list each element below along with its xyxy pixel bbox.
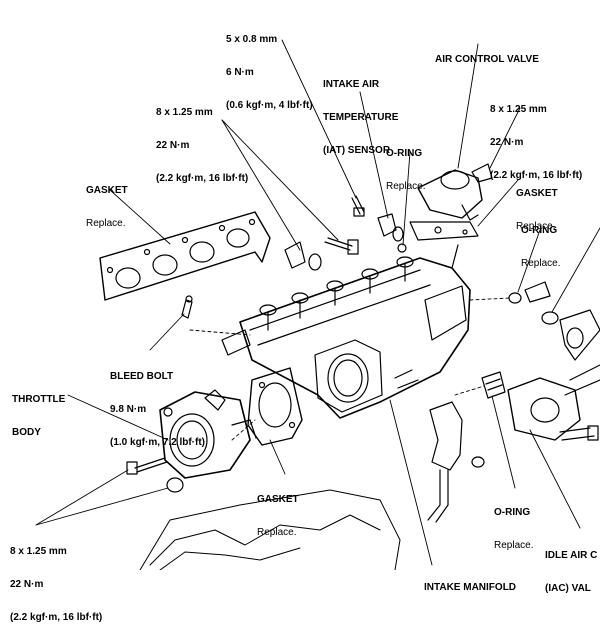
manifold-gasket xyxy=(99,211,271,301)
throttle-gasket xyxy=(247,367,303,446)
cylinder-head xyxy=(139,489,401,570)
label-bolt-upper-left: 8 x 1.25 mm 22 N·m (2.2 kgf·m, 16 lbf·ft… xyxy=(156,107,249,184)
label-bolt-bottom-left: 8 x 1.25 mm 22 N·m (2.2 kgf·m, 16 lbf·ft… xyxy=(10,546,103,623)
label-gasket-bottom: GASKET Replace. xyxy=(257,494,299,538)
lower-oring xyxy=(481,371,506,399)
label-gasket-left: GASKET Replace. xyxy=(86,185,128,229)
label-air-control-valve: AIR CONTROL VALVE xyxy=(435,54,539,65)
air-control-valve xyxy=(409,163,493,241)
label-oring-top: O-RING Replace. xyxy=(386,148,426,192)
label-bolt-top: 5 x 0.8 mm 6 N·m (0.6 kgf·m, 4 lbf·ft) xyxy=(226,34,313,111)
manifold-bolts xyxy=(284,195,365,271)
label-bleed-bolt: BLEED BOLT 9.8 N·m (1.0 kgf·m, 7.2 lbf·f… xyxy=(110,371,206,448)
label-iac-valve: IDLE AIR C (IAC) VAL xyxy=(545,550,598,594)
label-oring-bottom: O-RING Replace. xyxy=(494,507,534,551)
throttle-bolts xyxy=(126,457,184,493)
iac-valve xyxy=(507,377,599,441)
intake-assembly-diagram xyxy=(35,39,600,570)
label-gasket-right: GASKET Replace. xyxy=(516,188,558,232)
bleed-bolt xyxy=(181,295,193,319)
right-fittings xyxy=(508,281,600,396)
label-oring-right: O-RING Replace. xyxy=(521,225,561,269)
leader-lines xyxy=(35,39,600,566)
bracket-pipe xyxy=(427,401,485,523)
label-intake-manifold: INTAKE MANIFOLD xyxy=(424,582,517,593)
iat-sensor xyxy=(377,213,407,253)
label-bolt-upper-right: 8 x 1.25 mm 22 N·m (2.2 kgf·m, 16 lbf·ft… xyxy=(490,104,583,181)
intake-manifold xyxy=(221,244,471,419)
label-iat-sensor: INTAKE AIR TEMPERATURE (IAT) SENSOR xyxy=(323,79,399,156)
throttle-body xyxy=(159,389,257,479)
label-throttle-body: THROTTLE BODY xyxy=(12,394,66,438)
